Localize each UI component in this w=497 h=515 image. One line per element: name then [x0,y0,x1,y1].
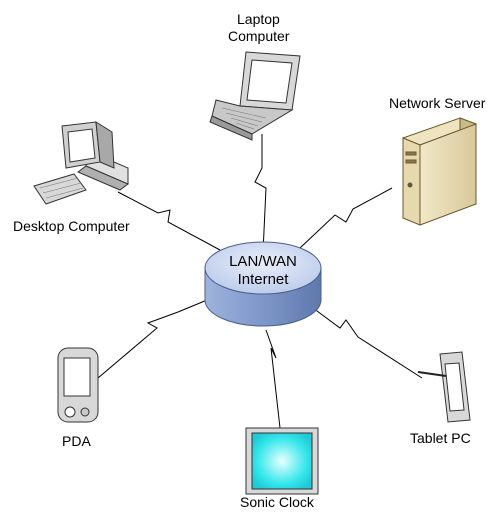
link-sonic-clock [265,329,281,429]
connections [97,134,423,429]
sonic-clock-label: Sonic Clock [240,494,314,510]
pda-label: PDA [62,433,91,449]
link-pda [97,297,213,379]
laptop-icon [209,51,301,141]
tablet-pc-icon [417,351,471,423]
network-cloud-cylinder-icon: LAN/WAN Internet [204,241,322,327]
laptop-label-line2: Computer [228,28,290,44]
pda-icon [57,347,99,423]
server-label: Network Server [389,95,486,111]
desktop-computer-icon [33,121,129,205]
laptop-label-line1: Laptop [237,11,280,27]
link-tablet [312,307,423,379]
link-laptop [254,134,267,253]
display-screen-icon [245,427,319,495]
link-desktop [117,191,221,251]
link-server [299,187,393,249]
hub-label-line1: LAN/WAN [229,253,297,270]
desktop-label: Desktop Computer [13,218,130,234]
server-tower-icon [401,117,478,226]
hub-label-line2: Internet [238,271,290,288]
tablet-label: Tablet PC [410,430,471,446]
